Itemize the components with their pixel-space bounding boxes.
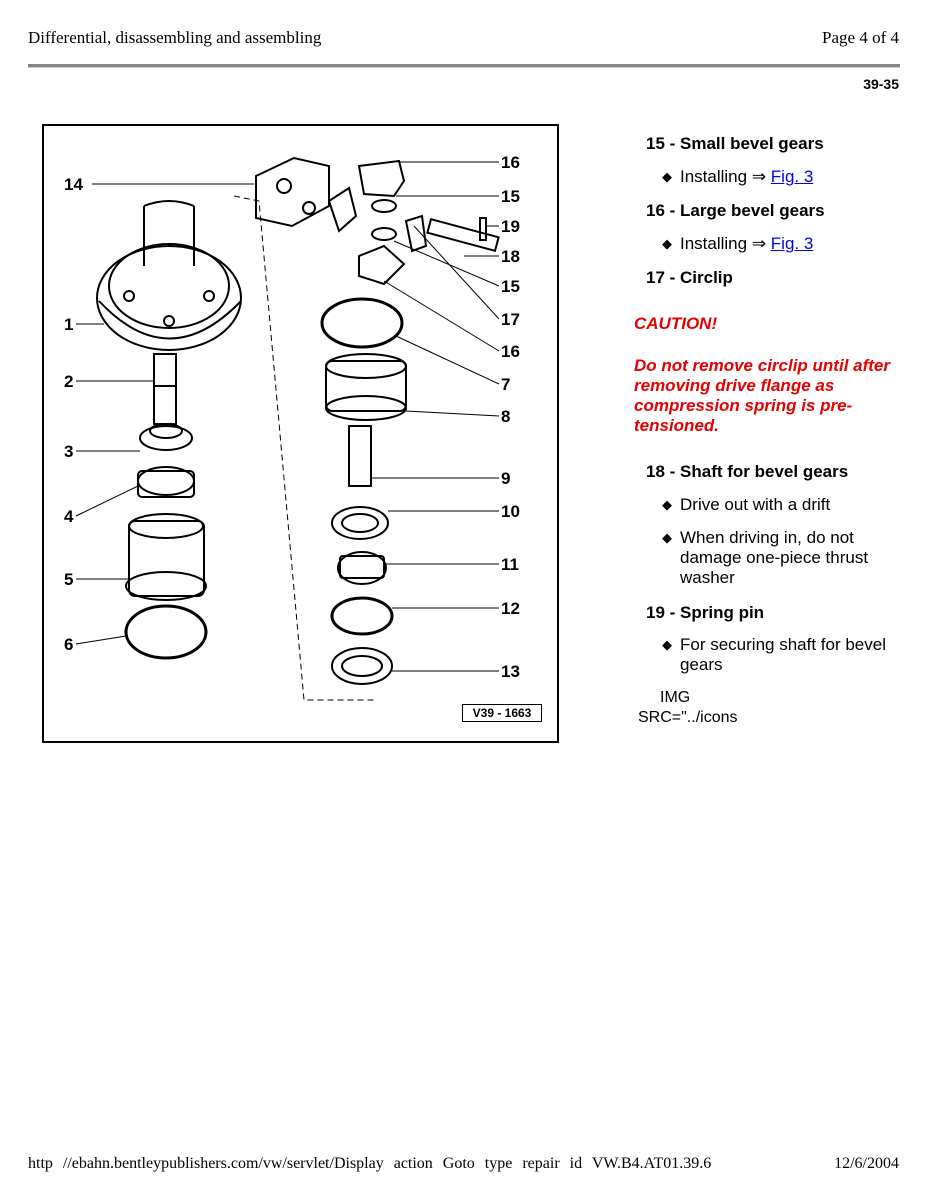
left-callout-5: 5 [64,570,73,589]
bullet-text: Installing ⇒ [680,167,771,186]
left-callout-1: 1 [64,315,73,334]
item-15-bullet: ◆ Installing ⇒ Fig. 3 [662,167,900,187]
right-callout-6: 16 [501,342,520,361]
right-callout-5: 17 [501,310,520,329]
left-callout-4: 4 [64,507,74,526]
bullet-text: When driving in, do not damage one-piece… [680,528,869,587]
fig-3-link[interactable]: Fig. 3 [770,167,814,186]
diamond-bullet-icon: ◆ [662,637,672,652]
fig-3-link[interactable]: Fig. 3 [770,234,814,253]
right-callout-12: 12 [501,599,520,618]
item-19-title: 19 - Spring pin [646,603,765,622]
img-note-line-1: IMG [660,689,691,706]
right-callout-3: 18 [501,247,520,266]
diamond-bullet-icon: ◆ [662,169,672,184]
broken-image-placeholder: IMG SRC="../icons [638,688,738,728]
bullet-text: Installing ⇒ [680,234,771,253]
right-callout-0: 16 [501,153,520,172]
right-callout-11: 11 [501,555,519,574]
diamond-bullet-icon: ◆ [662,236,672,251]
header-divider [28,64,900,68]
bullet-text: For securing shaft for bevel gears [680,635,886,674]
right-callout-7: 7 [501,375,510,394]
left-callout-0: 14 [64,175,83,194]
item-16-bullet: ◆ Installing ⇒ Fig. 3 [662,234,900,254]
bullet-text: Drive out with a drift [680,495,831,514]
right-callout-9: 9 [501,469,510,488]
left-callout-2: 2 [64,372,73,391]
right-callout-2: 19 [501,217,520,236]
left-callout-6: 6 [64,635,73,654]
left-callout-3: 3 [64,442,73,461]
right-callout-10: 10 [501,502,520,521]
right-callout-1: 15 [501,187,520,206]
item-18-bullet-1: ◆ Drive out with a drift [662,495,900,515]
section-number: 39-35 [863,76,899,92]
footer-url: http //ebahn.bentleypublishers.com/vw/se… [28,1155,712,1172]
diamond-bullet-icon: ◆ [662,497,672,512]
page-number: Page 4 of 4 [822,28,899,47]
item-19-bullet: ◆ For securing shaft for bevel gears [662,635,900,675]
item-18-bullet-2: ◆ When driving in, do not damage one-pie… [662,528,900,588]
right-callout-8: 8 [501,407,510,426]
item-16-title: 16 - Large bevel gears [646,201,825,220]
right-callout-13: 13 [501,662,520,681]
footer-date: 12/6/2004 [834,1155,899,1172]
document-title: Differential, disassembling and assembli… [28,28,322,47]
right-callout-4: 15 [501,277,520,296]
figure-code: V39 - 1663 [462,704,542,722]
caution-text: Do not remove circlip until after removi… [634,356,890,435]
item-17-title: 17 - Circlip [646,268,733,287]
img-note-line-2: SRC="../icons [638,709,738,726]
diamond-bullet-icon: ◆ [662,530,672,545]
item-15-title: 15 - Small bevel gears [646,134,824,153]
caution-heading: CAUTION! [634,314,718,333]
item-18-title: 18 - Shaft for bevel gears [646,462,849,481]
